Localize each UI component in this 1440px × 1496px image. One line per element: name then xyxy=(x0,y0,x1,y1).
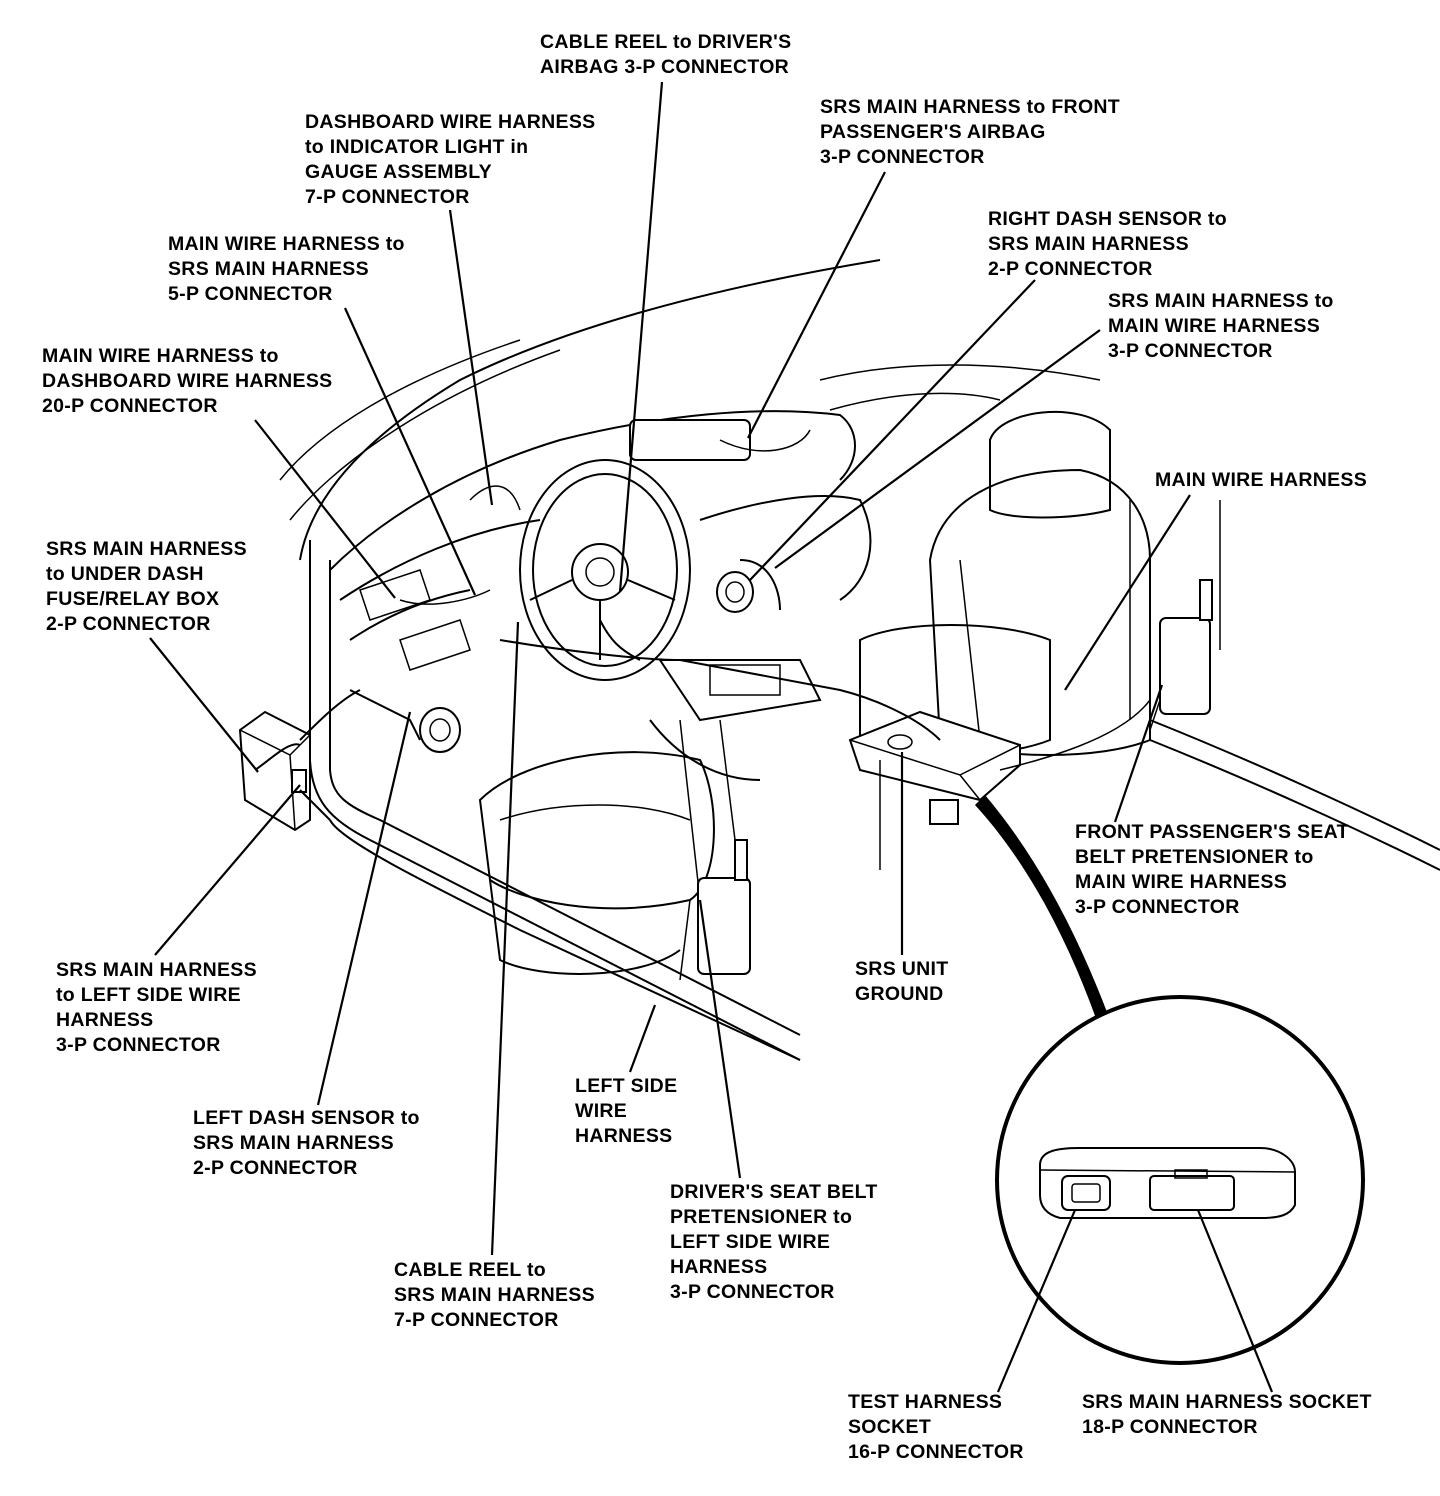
passenger-pretensioner xyxy=(1149,579,1213,731)
label-srs-left-side: SRS MAIN HARNESS to LEFT SIDE WIRE HARNE… xyxy=(56,959,257,1056)
dashboard xyxy=(329,410,872,671)
label-srs-main-socket: SRS MAIN HARNESS SOCKET 18-P CONNECTOR xyxy=(1082,1391,1372,1438)
label-left-side-wire: LEFT SIDE WIRE HARNESS xyxy=(575,1075,678,1147)
srs-main-harness-socket xyxy=(1149,1175,1235,1211)
left-dash-sensor xyxy=(349,689,461,753)
passenger-airbag-module xyxy=(629,419,751,461)
label-main-to-dashboard-20p: MAIN WIRE HARNESS to DASHBOARD WIRE HARN… xyxy=(42,345,333,417)
label-main-wire-harness: MAIN WIRE HARNESS xyxy=(1155,469,1368,491)
right-dash-sensor xyxy=(716,559,781,613)
steering-wheel xyxy=(519,459,691,681)
label-dashboard-indicator: DASHBOARD WIRE HARNESS to INDICATOR LIGH… xyxy=(305,111,596,208)
srs-wire-harness xyxy=(299,589,1151,870)
label-cable-reel-driver: CABLE REEL to DRIVER'S AIRBAG 3-P CONNEC… xyxy=(540,31,792,78)
label-srs-to-main-3p: SRS MAIN HARNESS to MAIN WIRE HARNESS 3-… xyxy=(1108,290,1334,362)
leader-lines xyxy=(149,81,1274,1393)
fuse-relay-box xyxy=(238,710,311,832)
label-main-to-srs-5p: MAIN WIRE HARNESS to SRS MAIN HARNESS 5-… xyxy=(168,233,405,305)
drivers-seat xyxy=(478,751,715,975)
test-harness-socket xyxy=(1061,1175,1111,1211)
label-srs-unit-ground: SRS UNIT GROUND xyxy=(855,958,949,1005)
driver-pretensioner xyxy=(679,839,751,981)
label-srs-under-dash-fuse: SRS MAIN HARNESS to UNDER DASH FUSE/RELA… xyxy=(46,538,247,635)
label-driver-pretensioner: DRIVER'S SEAT BELT PRETENSIONER to LEFT … xyxy=(670,1181,878,1303)
label-right-dash-sensor: RIGHT DASH SENSOR to SRS MAIN HARNESS 2-… xyxy=(988,208,1227,280)
passenger-seat xyxy=(859,410,1151,756)
label-test-harness-socket: TEST HARNESS SOCKET 16-P CONNECTOR xyxy=(848,1391,1024,1463)
socket-detail-view xyxy=(975,795,1365,1365)
label-srs-front-passenger-airbag: SRS MAIN HARNESS to FRONT PASSENGER'S AI… xyxy=(820,96,1120,168)
label-left-dash-sensor: LEFT DASH SENSOR to SRS MAIN HARNESS 2-P… xyxy=(193,1107,420,1179)
label-front-passenger-pretensioner: FRONT PASSENGER'S SEAT BELT PRETENSIONER… xyxy=(1075,821,1349,918)
label-cable-reel-srs: CABLE REEL to SRS MAIN HARNESS 7-P CONNE… xyxy=(394,1259,595,1331)
